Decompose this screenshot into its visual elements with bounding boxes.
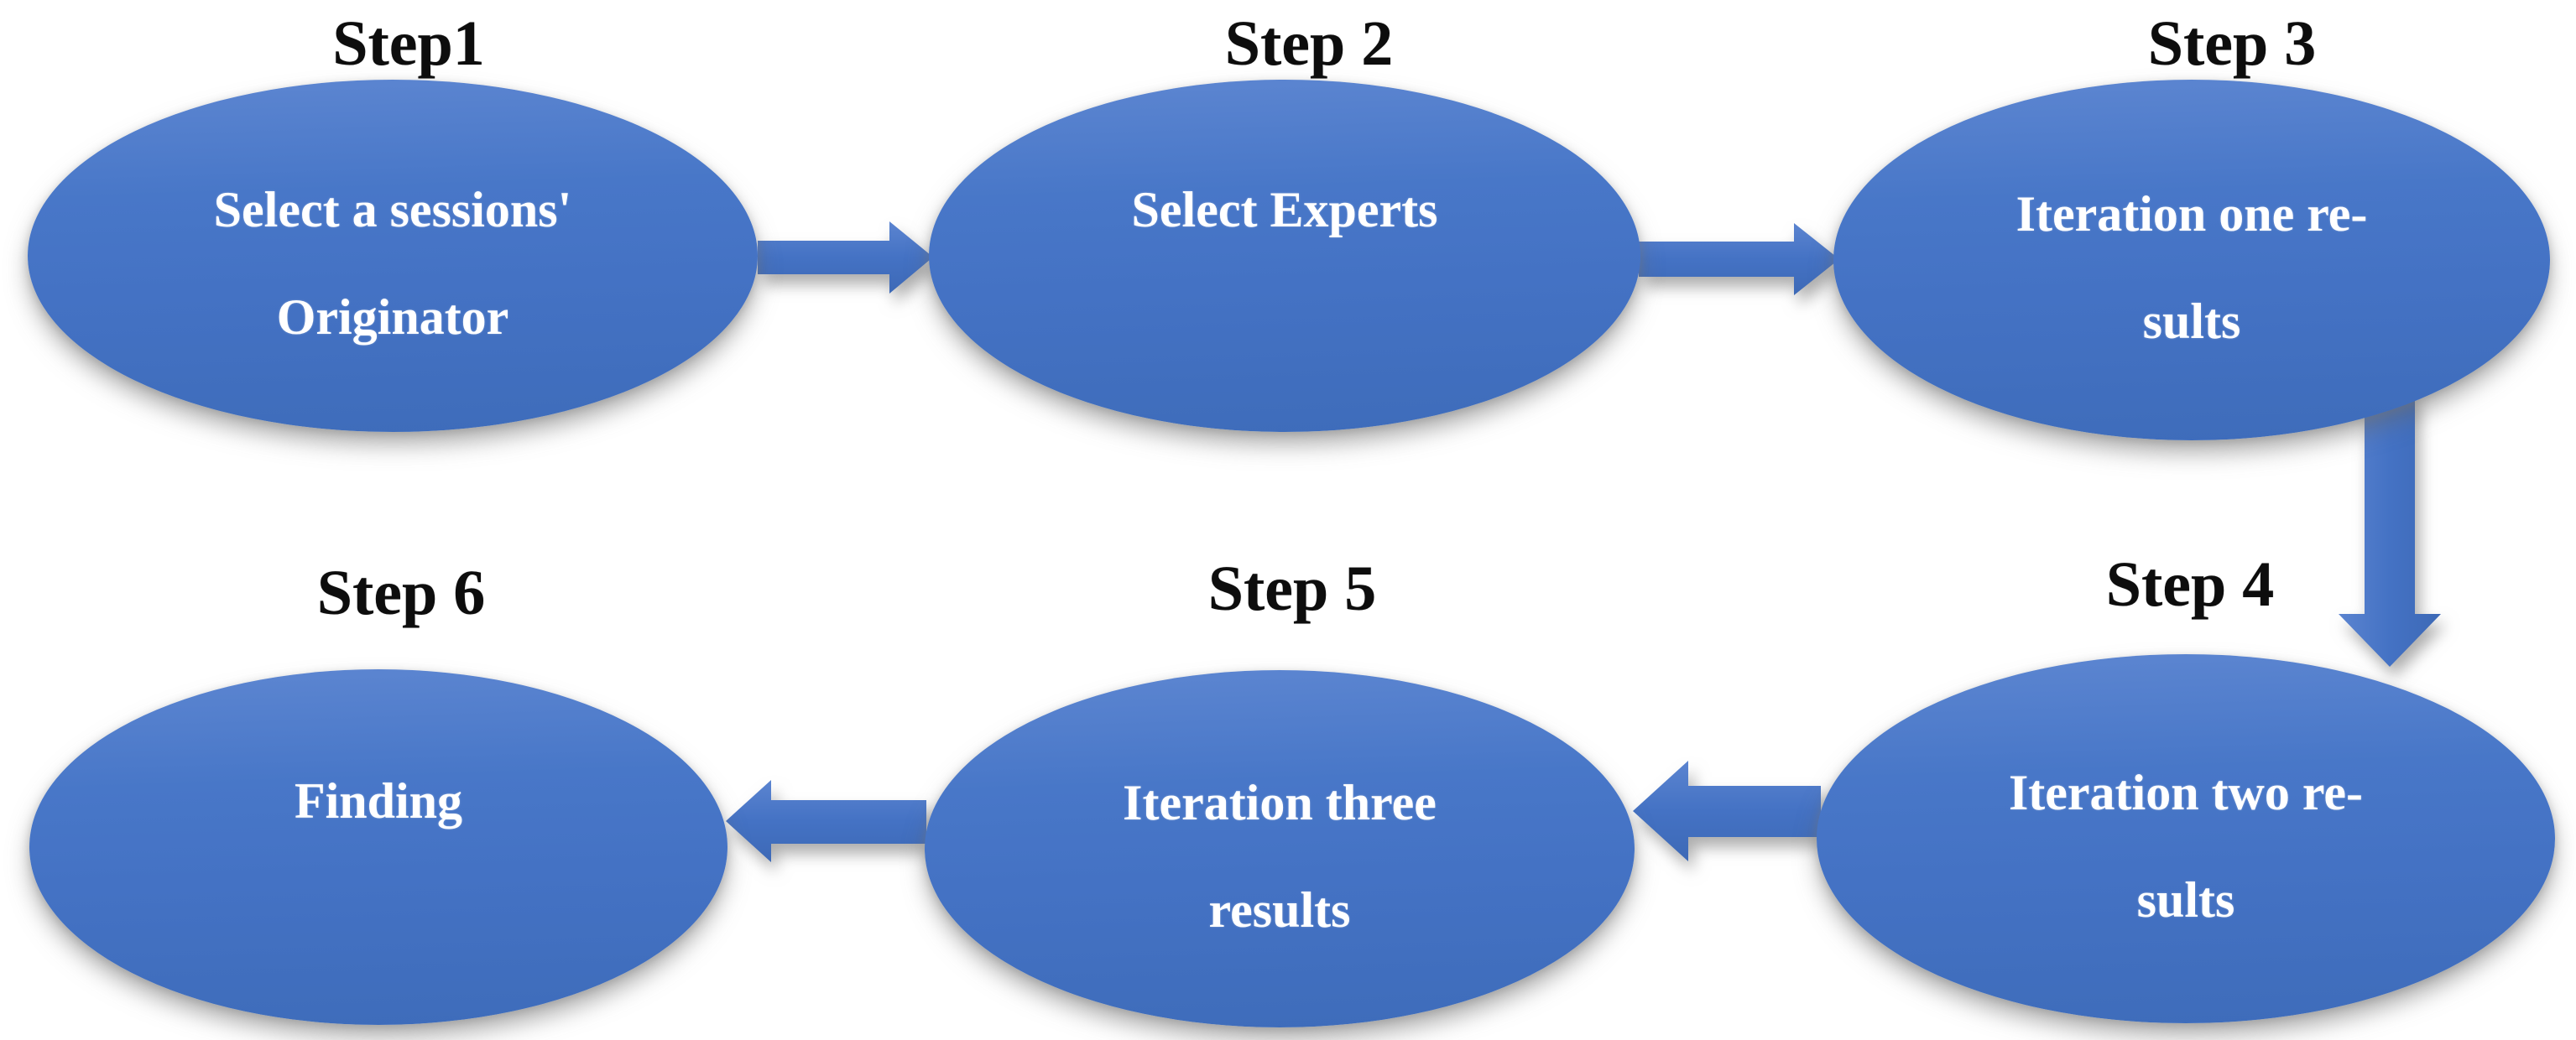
step3-text-line1: Iteration one re-	[2015, 186, 2368, 242]
arrow-step5-step6	[726, 780, 926, 862]
step3-label: Step 3	[2147, 8, 2317, 79]
step5-text-line1: Iteration three	[1123, 775, 1437, 830]
step2-text-line1: Select Experts	[1131, 182, 1438, 237]
step1-text: Select a sessions' Originator	[214, 156, 572, 371]
arrow-step4-step5	[1633, 761, 1821, 861]
step1-ellipse: Select a sessions' Originator	[28, 80, 758, 432]
step4-ellipse: Iteration two re- sults	[1817, 654, 2555, 1023]
step3-text: Iteration one re- sults	[2016, 160, 2368, 375]
step5-text: Iteration three results	[1123, 749, 1437, 964]
step6-text: Finding	[295, 772, 462, 830]
step4-text-line1: Iteration two re-	[2008, 765, 2364, 820]
step1-text-line2: Originator	[276, 289, 509, 345]
step4-text: Iteration two re- sults	[2009, 739, 2363, 954]
step2-ellipse: Select Experts	[929, 80, 1640, 432]
arrow-step2-step3	[1639, 223, 1839, 295]
arrow-step3-step4	[2339, 393, 2441, 667]
step4-text-line2: sults	[2136, 872, 2235, 928]
step6-text-line1: Finding	[294, 773, 463, 829]
step6-label: Step 6	[316, 558, 486, 628]
step1-text-line1: Select a sessions'	[213, 182, 572, 237]
step3-text-line2: sults	[2142, 294, 2241, 349]
step2-label: Step 2	[1224, 8, 1394, 79]
step5-text-line2: results	[1208, 882, 1351, 938]
step1-label: Step1	[332, 8, 485, 79]
step2-text: Select Experts	[1132, 180, 1438, 239]
step5-label: Step 5	[1207, 554, 1377, 624]
step3-ellipse: Iteration one re- sults	[1833, 80, 2550, 440]
step5-ellipse: Iteration three results	[925, 670, 1635, 1027]
arrow-step1-step2	[758, 221, 933, 294]
step6-ellipse: Finding	[29, 669, 727, 1025]
step4-label: Step 4	[2105, 549, 2275, 620]
